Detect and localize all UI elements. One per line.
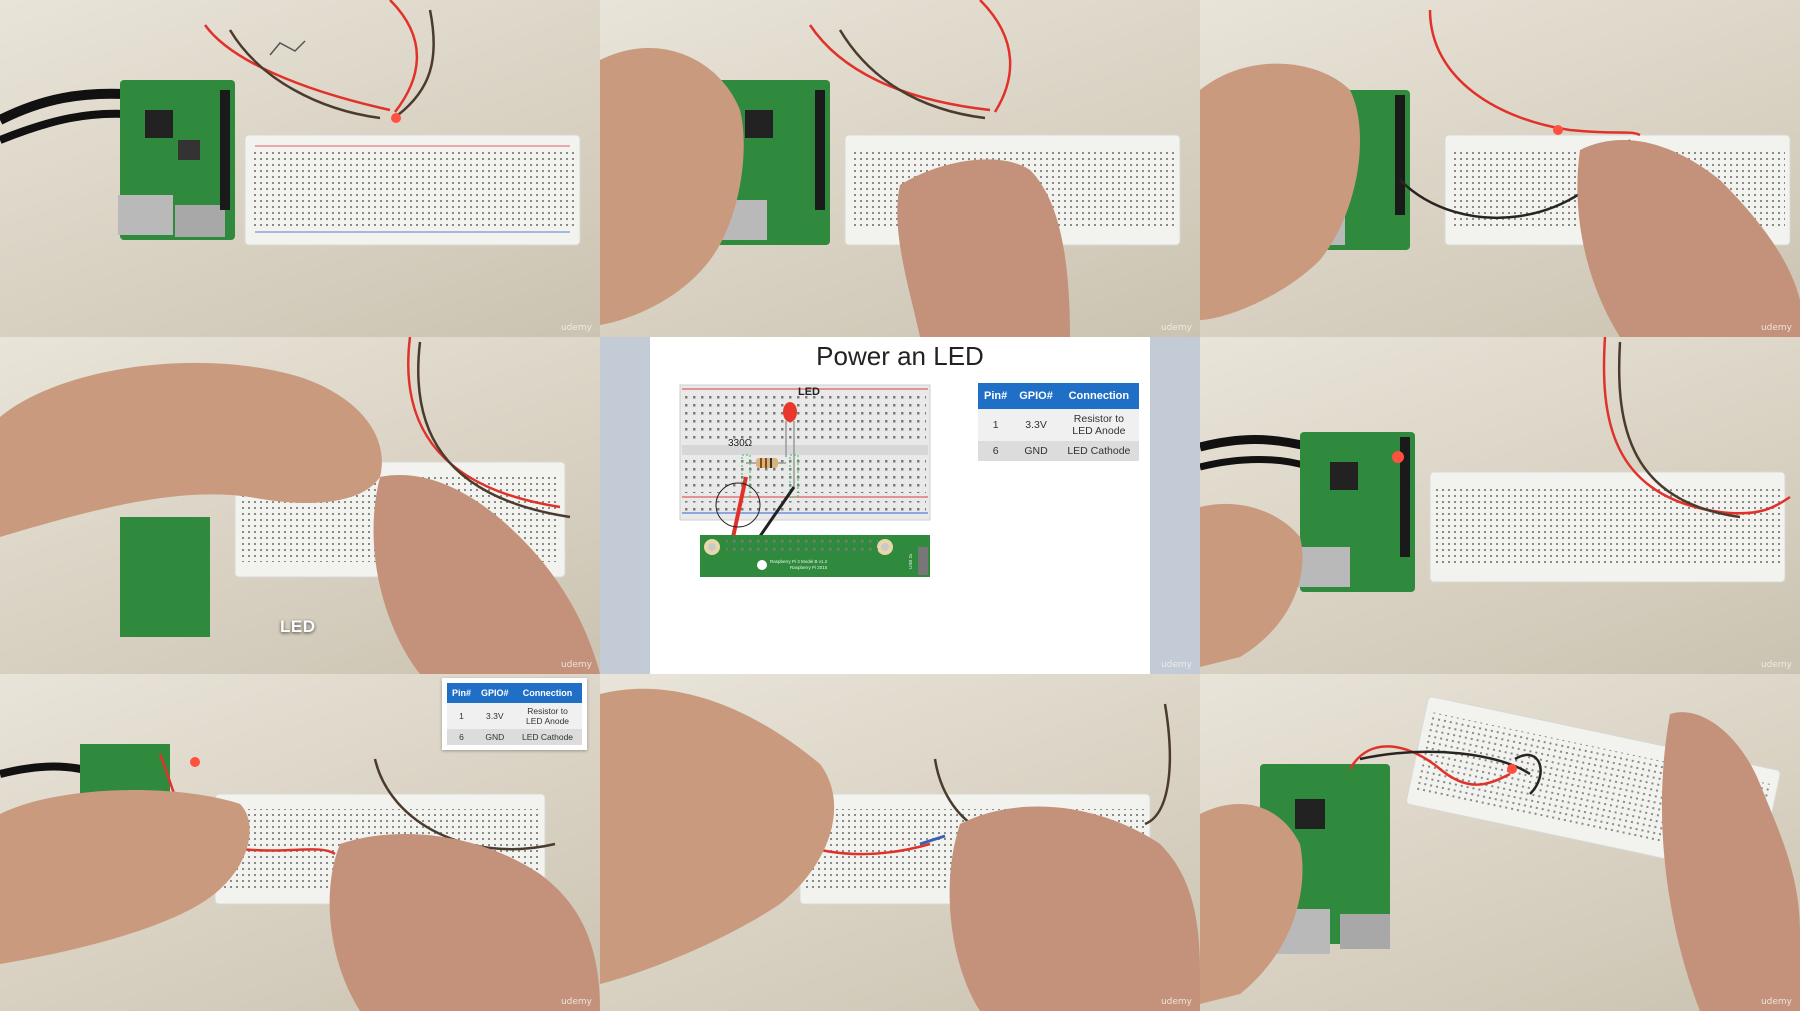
left-hand (600, 48, 744, 326)
frame-bottom-right: udemy (1200, 674, 1800, 1011)
cell-pin: 6 (447, 729, 477, 745)
frame-slide: Power an LED LED (600, 337, 1200, 674)
cell-connection: Resistor to LED Anode (1058, 409, 1139, 441)
red-wire (730, 476, 748, 543)
udemy-watermark: udemy (1760, 323, 1792, 333)
pin-connection-table-mini: Pin# GPIO# Connection 1 3.3V Resistor to… (447, 683, 582, 745)
holding-wires-scene (1200, 9, 1800, 337)
cell-pin: 6 (978, 441, 1014, 461)
table-row: 6 GND LED Cathode (447, 729, 582, 745)
resistor-label: 330Ω (728, 438, 753, 449)
right-hand (329, 834, 600, 1011)
table-row: 1 3.3V Resistor to LED Anode (978, 409, 1139, 441)
cell-pin: 1 (978, 409, 1014, 441)
resistor-component (746, 458, 786, 468)
left-hand (600, 688, 835, 984)
frame-bottom-left: Pin# GPIO# Connection 1 3.3V Resistor to… (0, 674, 600, 1011)
slide-power-an-led: Power an LED LED (650, 337, 1150, 674)
cell-gpio: GND (476, 729, 514, 745)
breadboard (1429, 471, 1786, 583)
frame-middle-right: udemy (1200, 337, 1800, 674)
completed-circuit-scene (1200, 696, 1800, 1011)
frame-bottom-center: udemy (600, 674, 1200, 1011)
table-row: 1 3.3V Resistor to LED Anode (447, 703, 582, 729)
left-hand (0, 362, 382, 537)
udemy-watermark: udemy (560, 660, 592, 670)
board-text-2: Raspberry Pi 2015 (790, 565, 828, 570)
pi-and-breadboard-scene (0, 0, 581, 246)
frame-top-center: udemy (600, 0, 1200, 337)
raspberry-pi-board (712, 80, 830, 245)
header-connection: Connection (1058, 383, 1139, 409)
header-pin: Pin# (447, 683, 477, 703)
cell-connection: Resistor to LED Anode (513, 703, 582, 729)
udemy-watermark: udemy (1160, 323, 1192, 333)
raspberry-pi-board (118, 80, 235, 240)
udemy-watermark: udemy (1760, 997, 1792, 1007)
header-gpio: GPIO# (476, 683, 514, 703)
placing-resistor-scene (600, 688, 1200, 1011)
breadboard (244, 134, 581, 246)
right-hand (373, 475, 600, 674)
cell-gpio: 3.3V (1013, 409, 1059, 441)
udemy-watermark: udemy (1160, 997, 1192, 1007)
led-caption: LED (280, 617, 316, 636)
frame-middle-left: LED udemy (0, 337, 600, 674)
breadboard-wiring-diagram: LED 330Ω (679, 384, 931, 577)
board-text-1: Raspberry Pi 3 Model B v1.2 (770, 559, 828, 564)
pin-connection-table: Pin# GPIO# Connection 1 3.3V Resistor to… (978, 383, 1139, 461)
hands-on-breadboard-scene (600, 0, 1181, 337)
left-hand (1200, 63, 1360, 321)
black-wire (754, 486, 796, 543)
frame-top-right: udemy (1200, 0, 1800, 337)
header-connection: Connection (513, 683, 582, 703)
header-pin: Pin# (978, 383, 1014, 409)
cell-pin: 1 (447, 703, 477, 729)
led-component (783, 402, 797, 487)
right-hand (1661, 712, 1800, 1011)
left-hand (0, 790, 250, 964)
wiring-with-table-scene (0, 744, 600, 1011)
right-hand (897, 159, 1070, 337)
left-hand (1200, 804, 1303, 1004)
udemy-watermark: udemy (1160, 660, 1192, 670)
right-hand (949, 806, 1200, 1011)
frame-top-left: udemy (0, 0, 600, 337)
header-gpio: GPIO# (1013, 383, 1059, 409)
pin-table-overlay: Pin# GPIO# Connection 1 3.3V Resistor to… (442, 678, 587, 750)
cell-gpio: GND (1013, 441, 1059, 461)
udemy-watermark: udemy (560, 997, 592, 1007)
left-hand (1200, 503, 1303, 667)
cell-connection: LED Cathode (1058, 441, 1139, 461)
cell-connection: LED Cathode (513, 729, 582, 745)
udemy-watermark: udemy (560, 323, 592, 333)
inserting-led-scene (0, 337, 600, 674)
table-row: 6 GND LED Cathode (978, 441, 1139, 461)
raspberry-pi-board (120, 517, 210, 637)
right-hand (1577, 140, 1800, 337)
board-text-3: USB 2x (908, 553, 913, 569)
raspberry-logo-icon (757, 560, 767, 570)
cell-gpio: 3.3V (476, 703, 514, 729)
udemy-watermark: udemy (1760, 660, 1792, 670)
slide-title: Power an LED (816, 341, 984, 371)
led-label: LED (798, 386, 820, 398)
raspberry-pi-header-board (700, 535, 930, 577)
pi-with-wires-scene (1200, 337, 1791, 667)
raspberry-pi-board (1295, 432, 1415, 592)
